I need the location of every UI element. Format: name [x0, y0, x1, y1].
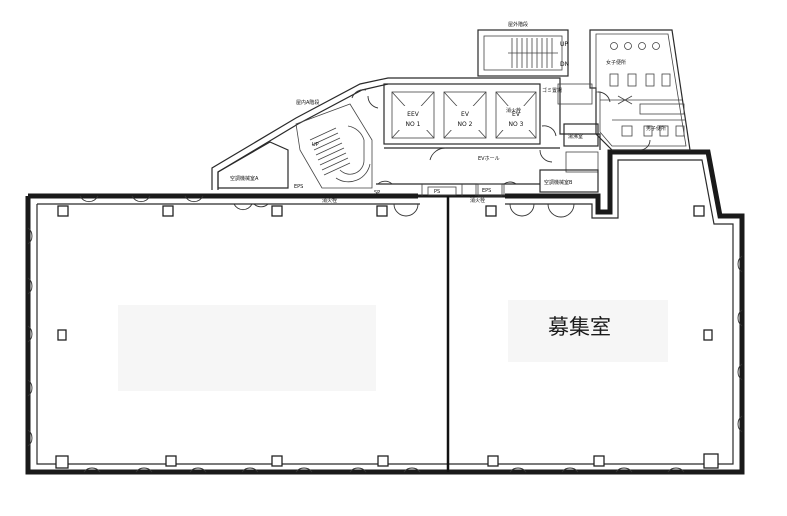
ps-box — [427, 186, 457, 196]
right-tenant-shade — [508, 300, 668, 362]
label-womens-wc: 女子便所 — [606, 59, 626, 66]
window-swings — [27, 89, 743, 473]
label-ps: PS — [434, 189, 440, 195]
outdoor-stair-treads — [508, 38, 558, 68]
vacancy-label: 募集室 — [548, 315, 611, 339]
stair-a-treads — [309, 125, 371, 183]
label-trash: ゴミ置場 — [542, 87, 562, 94]
label-eev-no1-sub: NO 1 — [406, 121, 421, 128]
label-indoor-stair: 屋内A階段 — [296, 99, 319, 106]
label-ev-no2: EV — [461, 111, 470, 118]
eps-right-box — [477, 183, 503, 197]
core-labels: 屋外階段 UP DN 女子便所 男子便所 ゴミ置場 湯沸室 屋内A階段 UP 空… — [230, 21, 666, 204]
label-ev-no3: EV — [512, 111, 521, 118]
label-stair-dn: DN — [560, 61, 569, 68]
core-area — [211, 29, 691, 196]
label-sp: SP — [374, 190, 380, 196]
inner-wall-lines — [36, 159, 734, 465]
womens-fixtures — [609, 42, 671, 105]
outer-walls — [25, 149, 745, 475]
label-storage: 湯沸室 — [568, 133, 583, 140]
mens-fixtures — [621, 103, 685, 137]
label-ac-room-b: 空調機械室B — [544, 179, 573, 186]
label-eps-left: EPS — [294, 184, 303, 190]
left-tenant-shade — [118, 305, 376, 391]
label-stair-a-up: UP — [312, 142, 319, 148]
label-eps-right: EPS — [482, 188, 491, 194]
label-stair-top: 屋外階段 — [508, 21, 528, 28]
label-stair-up: UP — [560, 41, 568, 48]
label-ev-no3-sub: NO 3 — [509, 121, 524, 128]
label-small-1: 消火栓 — [322, 197, 337, 204]
columns — [55, 205, 719, 469]
label-small-3: 消火栓 — [470, 197, 485, 204]
label-eev-no1: EEV — [407, 111, 420, 118]
label-mens-wc: 男子便所 — [646, 125, 666, 132]
label-ac-room-a: 空調機械室A — [230, 175, 259, 182]
label-small-2: 消火栓 — [506, 107, 521, 114]
label-ev-hall: EVホール — [478, 156, 500, 162]
label-ev-no2-sub: NO 2 — [458, 121, 473, 128]
